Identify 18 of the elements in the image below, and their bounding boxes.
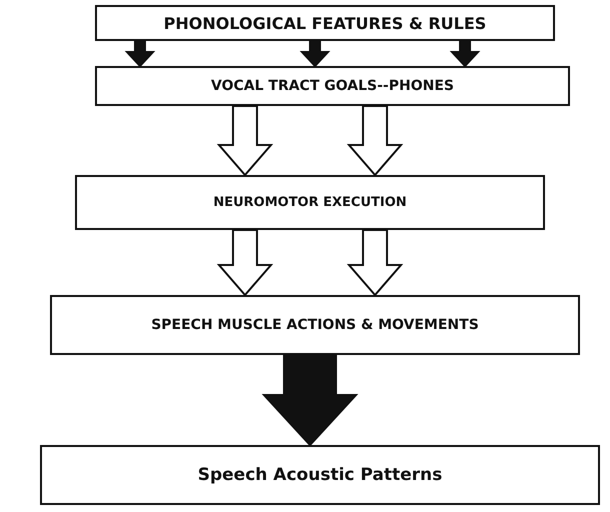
process-box: [95, 66, 570, 106]
filled-arrow: [262, 354, 358, 446]
hollow-arrow: [346, 105, 404, 177]
process-box: [75, 175, 545, 230]
box-label: Speech Acoustic Patterns: [198, 465, 442, 485]
box-label: VOCAL TRACT GOALS--PHONES: [211, 78, 454, 94]
hollow-arrow: [216, 105, 274, 177]
filled-arrow: [450, 40, 480, 68]
filled-arrow: [124, 40, 156, 68]
hollow-arrow: [346, 229, 404, 297]
box-label: SPEECH MUSCLE ACTIONS & MOVEMENTS: [151, 317, 479, 333]
box-label: PHONOLOGICAL FEATURES & RULES: [164, 14, 486, 32]
process-box: [40, 445, 600, 505]
process-box: [50, 295, 580, 355]
box-label: NEUROMOTOR EXECUTION: [213, 195, 407, 210]
process-box: [95, 5, 555, 41]
filled-arrow: [300, 40, 330, 68]
hollow-arrow: [216, 229, 274, 297]
